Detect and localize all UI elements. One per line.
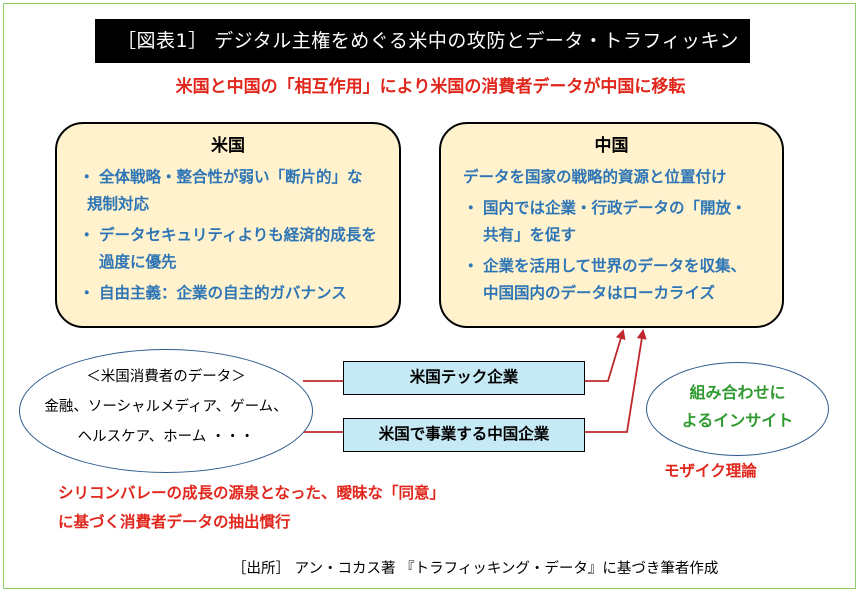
note-line-1: シリコンバレーの成長の源泉となった、曖昧な「同意」 [58,484,446,502]
us-item-2-line-1: ・データセキュリティよりも経済的成長を [79,222,399,249]
source-citation: ［出所］ アン・コカス著 『トラフィッキング・データ』に基づき筆者作成 [232,561,719,577]
us-item-3-text: 自由主義：企業の自主的ガバナンス [99,284,347,302]
china-box: 中国 データを国家の戦略的資源と位置付け ・国内では企業・行政データの「開放・ … [439,122,784,328]
figure-frame [3,3,856,589]
chinese-company-in-us-box: 米国で事業する中国企業 [343,418,585,452]
china-intro: データを国家の戦略的資源と位置付け [463,168,727,186]
bullet: ・ [463,199,479,217]
us-tech-company-box: 米国テック企業 [343,361,585,395]
us-item-1-line-2: 規制対応 [87,195,150,213]
us-item-2-line-2: 過度に優先 [99,253,177,271]
figure-subtitle: 米国と中国の「相互作用」により米国の消費者データが中国に移転 [175,77,686,97]
figure-title: ［図表1］ デジタル主権をめぐる米中の攻防とデータ・トラフィッキング [95,19,750,96]
note-line-2: に基づく消費者データの抽出慣行 [58,513,291,531]
china-item-1-text: 国内では企業・行政データの「開放・ [483,199,747,217]
us-item-3-line-1: ・自由主義：企業の自主的ガバナンス [79,280,399,307]
us-box: 米国 ・全体戦略・整合性が弱い「断片的」な 規制対応 ・データセキュリティよりも… [55,122,401,328]
bullet: ・ [463,257,479,275]
bullet: ・ [79,284,95,302]
consumer-data-line-2: ヘルスケア、ホーム ・・・ [77,429,255,445]
arrow-cn-company-to-china [585,329,647,433]
arrow-us-tech-to-china [585,329,626,382]
us-item-1-text: 全体戦略・整合性が弱い「断片的」な [99,168,363,186]
mosaic-theory-label: モザイク理論 [664,462,757,480]
consumer-data-title: ＜米国消費者のデータ＞ [86,369,246,385]
china-item-1-line-1: ・国内では企業・行政データの「開放・ [463,195,782,222]
consumer-data-ellipse: ＜米国消費者のデータ＞ 金融、ソーシャルメディア、ゲーム、 ヘルスケア、ホーム … [19,349,313,473]
bullet: ・ [79,168,95,186]
us-box-heading: 米国 [211,136,245,156]
china-item-2-line-2: 中国国内のデータはローカライズ [483,284,716,302]
china-box-list: データを国家の戦略的資源と位置付け ・国内では企業・行政データの「開放・ 共有」… [441,164,782,307]
insight-line-2: よるインサイト [681,411,794,430]
china-item-1-line-2: 共有」を促す [483,226,577,244]
consumer-data-line-1: 金融、ソーシャルメディア、ゲーム、 [44,399,288,415]
china-item-2-text: 企業を活用して世界のデータを収集、 [483,257,747,275]
bullet: ・ [79,226,95,244]
insight-line-1: 組み合わせに [689,383,786,402]
china-item-2-line-1: ・企業を活用して世界のデータを収集、 [463,253,782,280]
us-box-list: ・全体戦略・整合性が弱い「断片的」な 規制対応 ・データセキュリティよりも経済的… [57,164,399,307]
us-item-1-line-1: ・全体戦略・整合性が弱い「断片的」な [79,164,399,191]
insight-ellipse: 組み合わせに よるインサイト [646,362,829,456]
us-item-2-text: データセキュリティよりも経済的成長を [99,226,377,244]
china-box-heading: 中国 [594,136,629,156]
